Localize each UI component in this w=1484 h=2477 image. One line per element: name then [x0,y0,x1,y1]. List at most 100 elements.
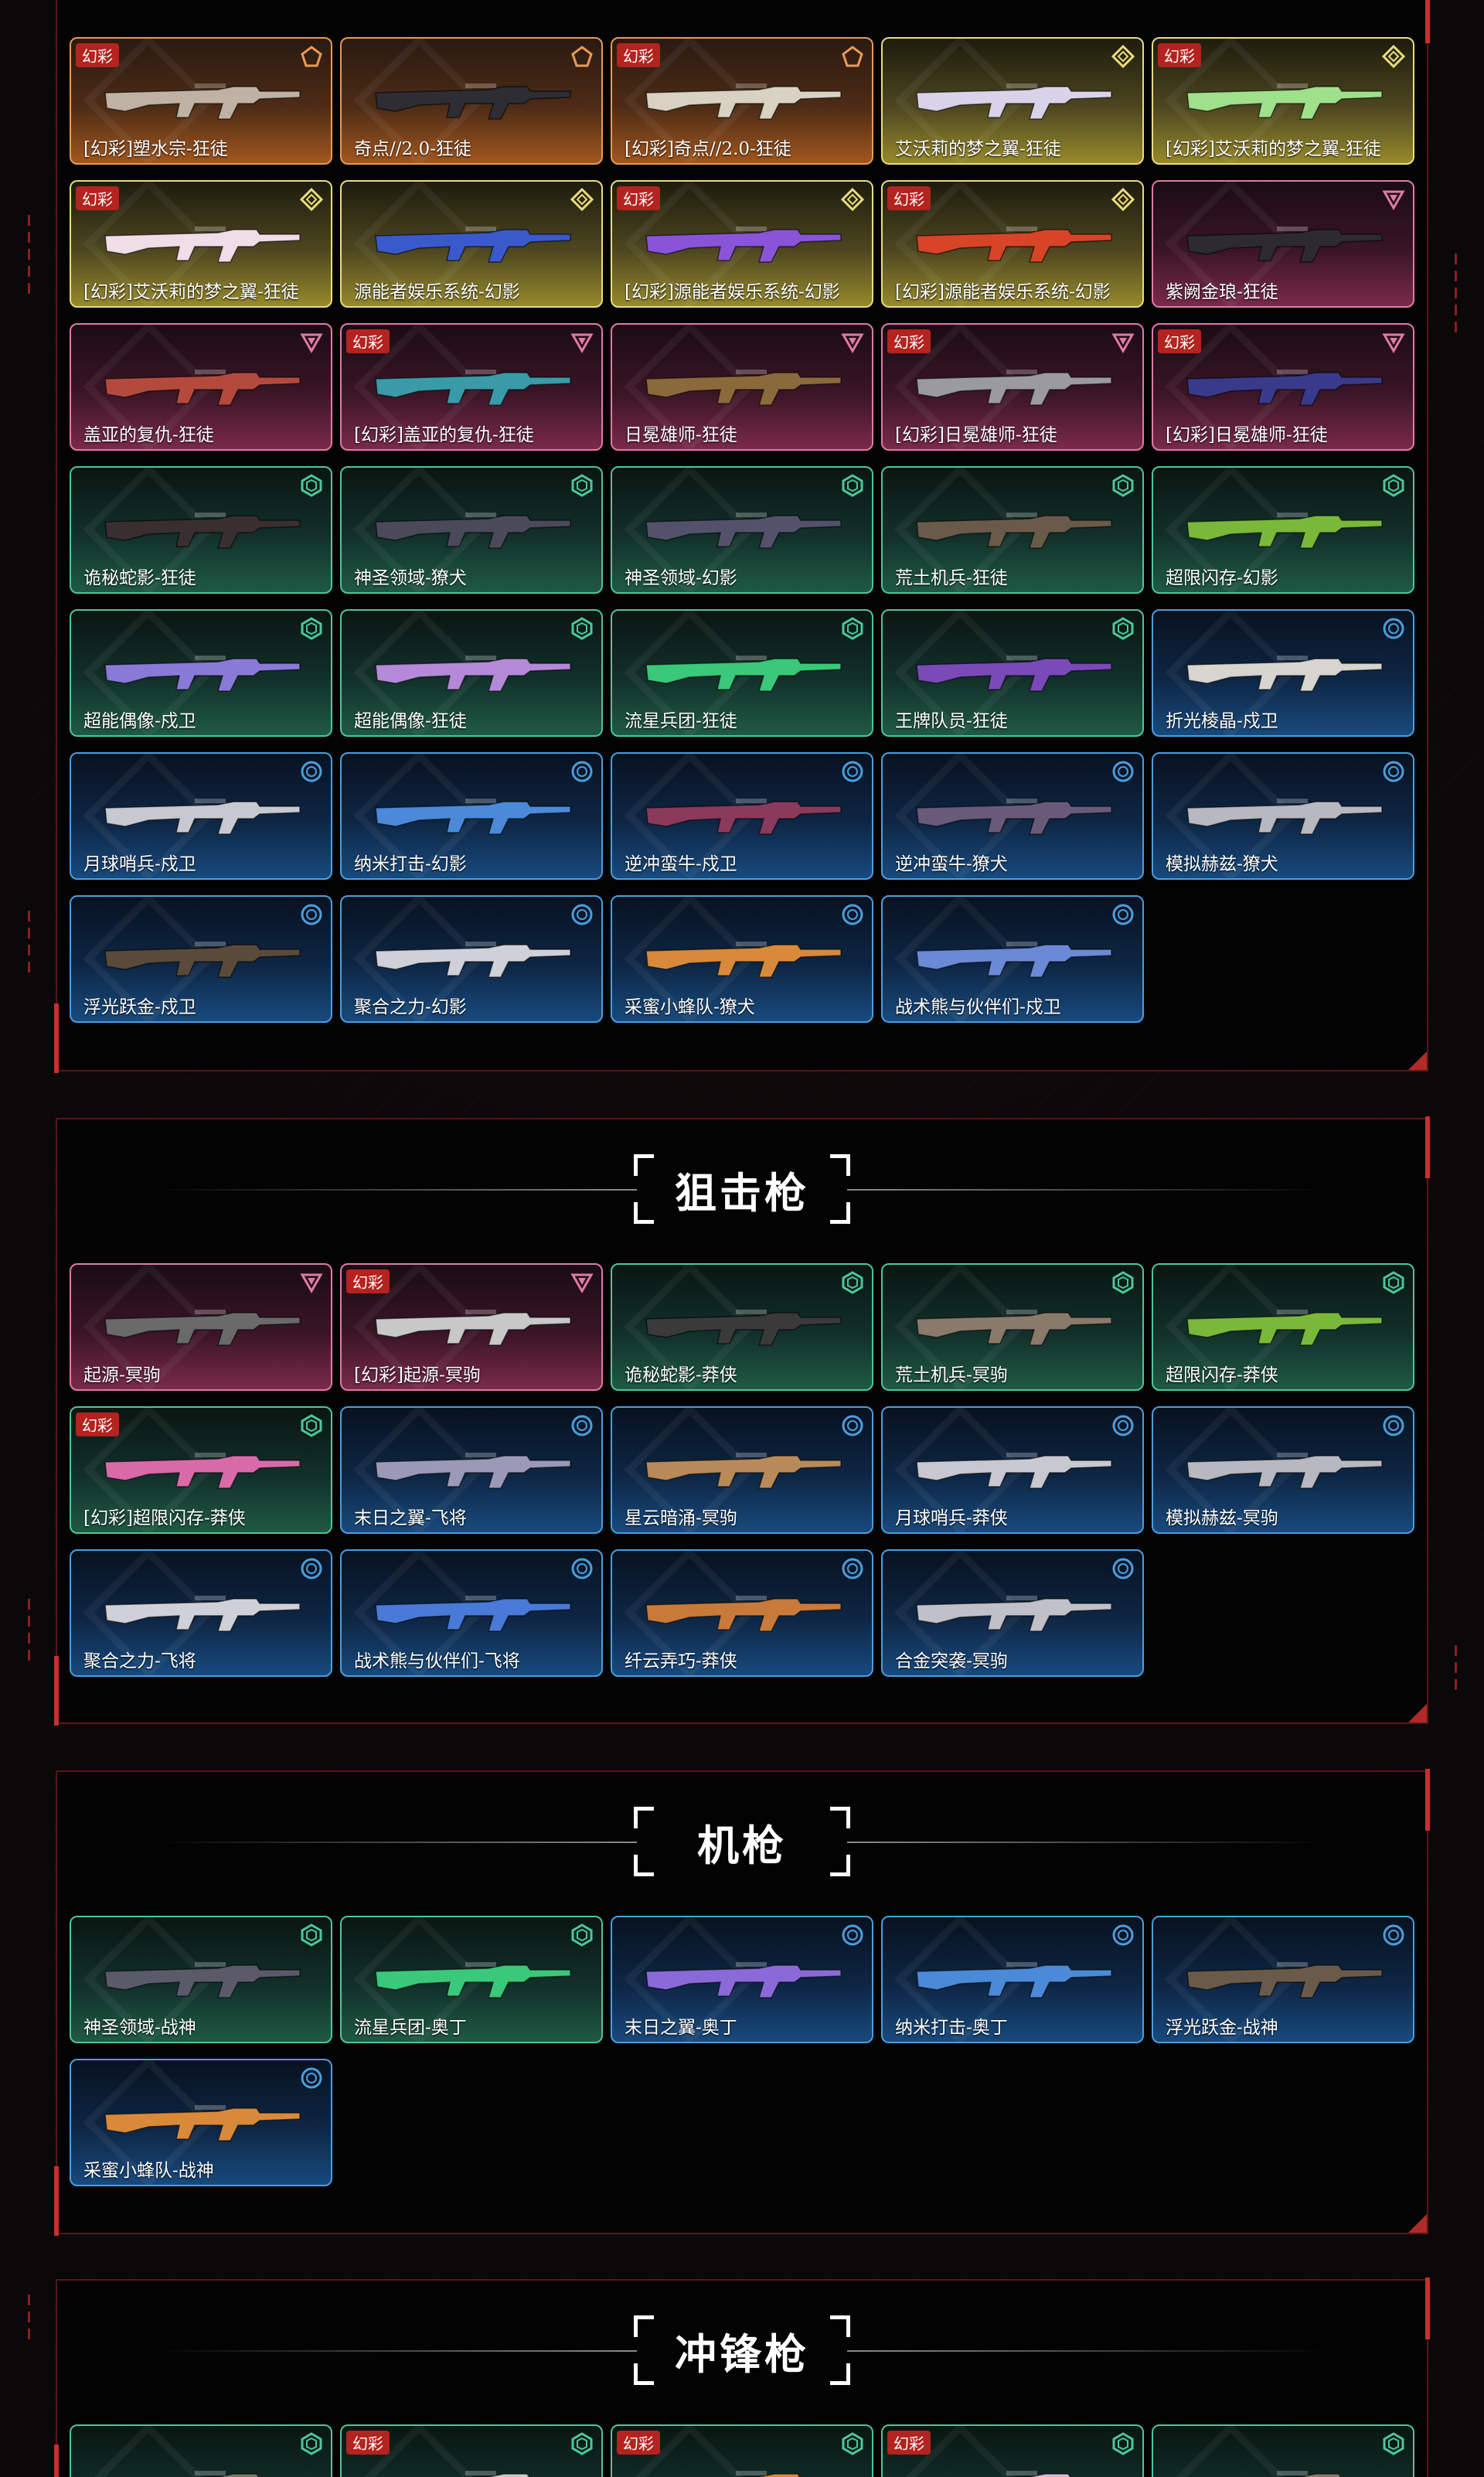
skin-name: [幻彩]源能者娱乐系统-幻影 [625,282,840,302]
skin-card[interactable]: 艾沃莉的梦之翼-狂徒 [881,37,1144,165]
skin-card[interactable]: 采蜜小蜂队-獠犬 [611,895,873,1023]
skin-name: 合金突袭-冥驹 [895,1651,1008,1671]
skin-card[interactable]: 神圣领域-幻影 [611,466,873,594]
tier-blue-icon [570,760,594,783]
tier-gold-icon [1381,44,1406,69]
skin-name: 浮光跃金-战神 [1166,2018,1278,2038]
skin-card[interactable]: 模拟赫兹-冥驹 [1152,1406,1414,1534]
skin-card[interactable]: 幻彩 [340,2424,603,2477]
skin-card[interactable]: 战术熊与伙伴们-飞将 [340,1549,603,1677]
skin-card[interactable]: 荒土机兵-冥驹 [881,1263,1144,1391]
skin-card[interactable]: 盖亚的复仇-狂徒 [70,323,332,451]
skin-card[interactable]: 月球哨兵-戍卫 [70,752,332,880]
skin-name: 末日之翼-飞将 [354,1508,467,1528]
chroma-badge: 幻彩 [887,2431,931,2455]
skin-card[interactable] [70,2424,332,2477]
right-edge-decoration [1444,1639,1467,1696]
tier-blue-icon [1111,1414,1135,1437]
skin-card[interactable]: 幻彩[幻彩]源能者娱乐系统-幻影 [611,180,873,308]
skin-card[interactable]: 幻彩[幻彩]日冕雄师-狂徒 [1152,323,1414,451]
skin-card[interactable]: 超能偶像-戍卫 [70,609,332,737]
tier-green-icon [1382,1271,1405,1294]
tier-green-icon [570,474,594,497]
machinegun-panel: 机枪 神圣领域-战神流星兵团-奥丁末日之翼-奥丁纳米打击-奥丁浮光跃金-战神采蜜… [54,1769,1430,2236]
skin-card[interactable]: 幻彩 [881,2424,1144,2477]
skin-card[interactable]: 逆冲蛮牛-獠犬 [881,752,1144,880]
skin-card[interactable]: 幻彩[幻彩]盖亚的复仇-狂徒 [340,323,603,451]
skin-name: [幻彩]日冕雄师-狂徒 [1166,425,1328,445]
tier-green-icon [570,1923,594,1947]
skin-card[interactable]: 幻彩[幻彩]超限闪存-莽侠 [70,1406,332,1534]
skin-card[interactable]: 末日之翼-奥丁 [611,1916,873,2043]
section-title: 冲锋枪 [675,2329,809,2379]
skin-name: 日冕雄师-狂徒 [625,425,737,445]
skin-card[interactable]: 模拟赫兹-獠犬 [1152,752,1414,880]
tier-green-icon [300,1414,323,1437]
chroma-badge: 幻彩 [617,2431,660,2455]
skin-card[interactable]: 月球哨兵-莽侠 [881,1406,1144,1534]
chroma-badge: 幻彩 [346,2431,390,2455]
skin-card[interactable]: 超限闪存-幻影 [1152,466,1414,594]
rifles-panel: 幻彩[幻彩]塑水宗-狂徒奇点//2.0-狂徒幻彩[幻彩]奇点//2.0-狂徒艾沃… [54,0,1430,1073]
skin-card[interactable]: 诡秘蛇影-莽侠 [611,1263,873,1391]
skin-card[interactable]: 王牌队员-狂徒 [881,609,1144,737]
skin-card[interactable]: 源能者娱乐系统-幻影 [340,180,603,308]
corner-notch [1408,2214,1427,2233]
chroma-badge: 幻彩 [887,329,931,353]
tier-orange-icon [841,45,864,68]
skin-name: 超能偶像-狂徒 [354,711,467,731]
skin-card[interactable]: 诡秘蛇影-狂徒 [70,466,332,594]
skin-card[interactable] [1152,2424,1414,2477]
skin-name: 紫阙金琅-狂徒 [1166,282,1278,302]
tier-pink-icon [570,1271,594,1294]
corner-notch [1408,1704,1427,1722]
skin-card[interactable]: 幻彩[幻彩]源能者娱乐系统-幻影 [881,180,1144,308]
skin-card[interactable]: 超限闪存-莽侠 [1152,1263,1414,1391]
skin-card[interactable]: 纳米打击-奥丁 [881,1916,1144,2043]
skin-card[interactable]: 折光棱晶-戍卫 [1152,609,1414,737]
skin-card[interactable]: 幻彩[幻彩]起源-冥驹 [340,1263,603,1391]
skin-card[interactable]: 神圣领域-獠犬 [340,466,603,594]
skin-card[interactable]: 紫阙金琅-狂徒 [1152,180,1414,308]
skin-card[interactable]: 流星兵团-奥丁 [340,1916,603,2043]
tier-green-icon [1111,474,1135,497]
skin-name: 折光棱晶-戍卫 [1166,711,1278,731]
skin-card[interactable]: 流星兵团-狂徒 [611,609,873,737]
skin-card[interactable]: 纤云弄巧-莽侠 [611,1549,873,1677]
skin-name: 末日之翼-奥丁 [625,2018,737,2038]
skin-name: 神圣领域-獠犬 [354,568,467,588]
tier-blue-icon [1111,1557,1135,1580]
skin-card[interactable]: 幻彩 [611,2424,873,2477]
skin-card[interactable]: 采蜜小蜂队-战神 [70,2059,332,2186]
tier-green-icon [1382,474,1405,497]
skin-card[interactable]: 浮光跃金-战神 [1152,1916,1414,2043]
skin-card[interactable]: 神圣领域-战神 [70,1916,332,2043]
skin-card[interactable]: 战术熊与伙伴们-戍卫 [881,895,1144,1023]
skin-card[interactable]: 聚合之力-幻影 [340,895,603,1023]
skin-card[interactable]: 日冕雄师-狂徒 [611,323,873,451]
skin-card[interactable]: 聚合之力-飞将 [70,1549,332,1677]
skin-card[interactable]: 超能偶像-狂徒 [340,609,603,737]
skin-name: 战术熊与伙伴们-飞将 [354,1651,520,1671]
skin-name: 逆冲蛮牛-戍卫 [625,854,737,874]
skin-card[interactable]: 末日之翼-飞将 [340,1406,603,1534]
skin-card[interactable]: 幻彩[幻彩]日冕雄师-狂徒 [881,323,1144,451]
skin-card[interactable]: 幻彩[幻彩]艾沃莉的梦之翼-狂徒 [70,180,332,308]
skin-card[interactable]: 浮光跃金-戍卫 [70,895,332,1023]
skin-card[interactable]: 奇点//2.0-狂徒 [340,37,603,165]
skin-card[interactable]: 合金突袭-冥驹 [881,1549,1144,1677]
skin-card[interactable]: 荒土机兵-狂徒 [881,466,1144,594]
skin-card[interactable]: 星云暗涌-冥驹 [611,1406,873,1534]
skin-card[interactable]: 幻彩[幻彩]艾沃莉的梦之翼-狂徒 [1152,37,1414,165]
skin-card[interactable]: 纳米打击-幻影 [340,752,603,880]
tier-gold-icon [840,187,865,212]
skin-name: 采蜜小蜂队-獠犬 [625,997,755,1017]
skin-card[interactable]: 逆冲蛮牛-戍卫 [611,752,873,880]
skin-card[interactable]: 幻彩[幻彩]塑水宗-狂徒 [70,37,332,165]
skin-card[interactable]: 幻彩[幻彩]奇点//2.0-狂徒 [611,37,873,165]
tier-green-icon [570,2432,594,2455]
chroma-badge: 幻彩 [617,43,660,67]
tier-pink-icon [300,1271,323,1294]
corner-notch [1408,1051,1427,1070]
skin-card[interactable]: 起源-冥驹 [70,1263,332,1391]
